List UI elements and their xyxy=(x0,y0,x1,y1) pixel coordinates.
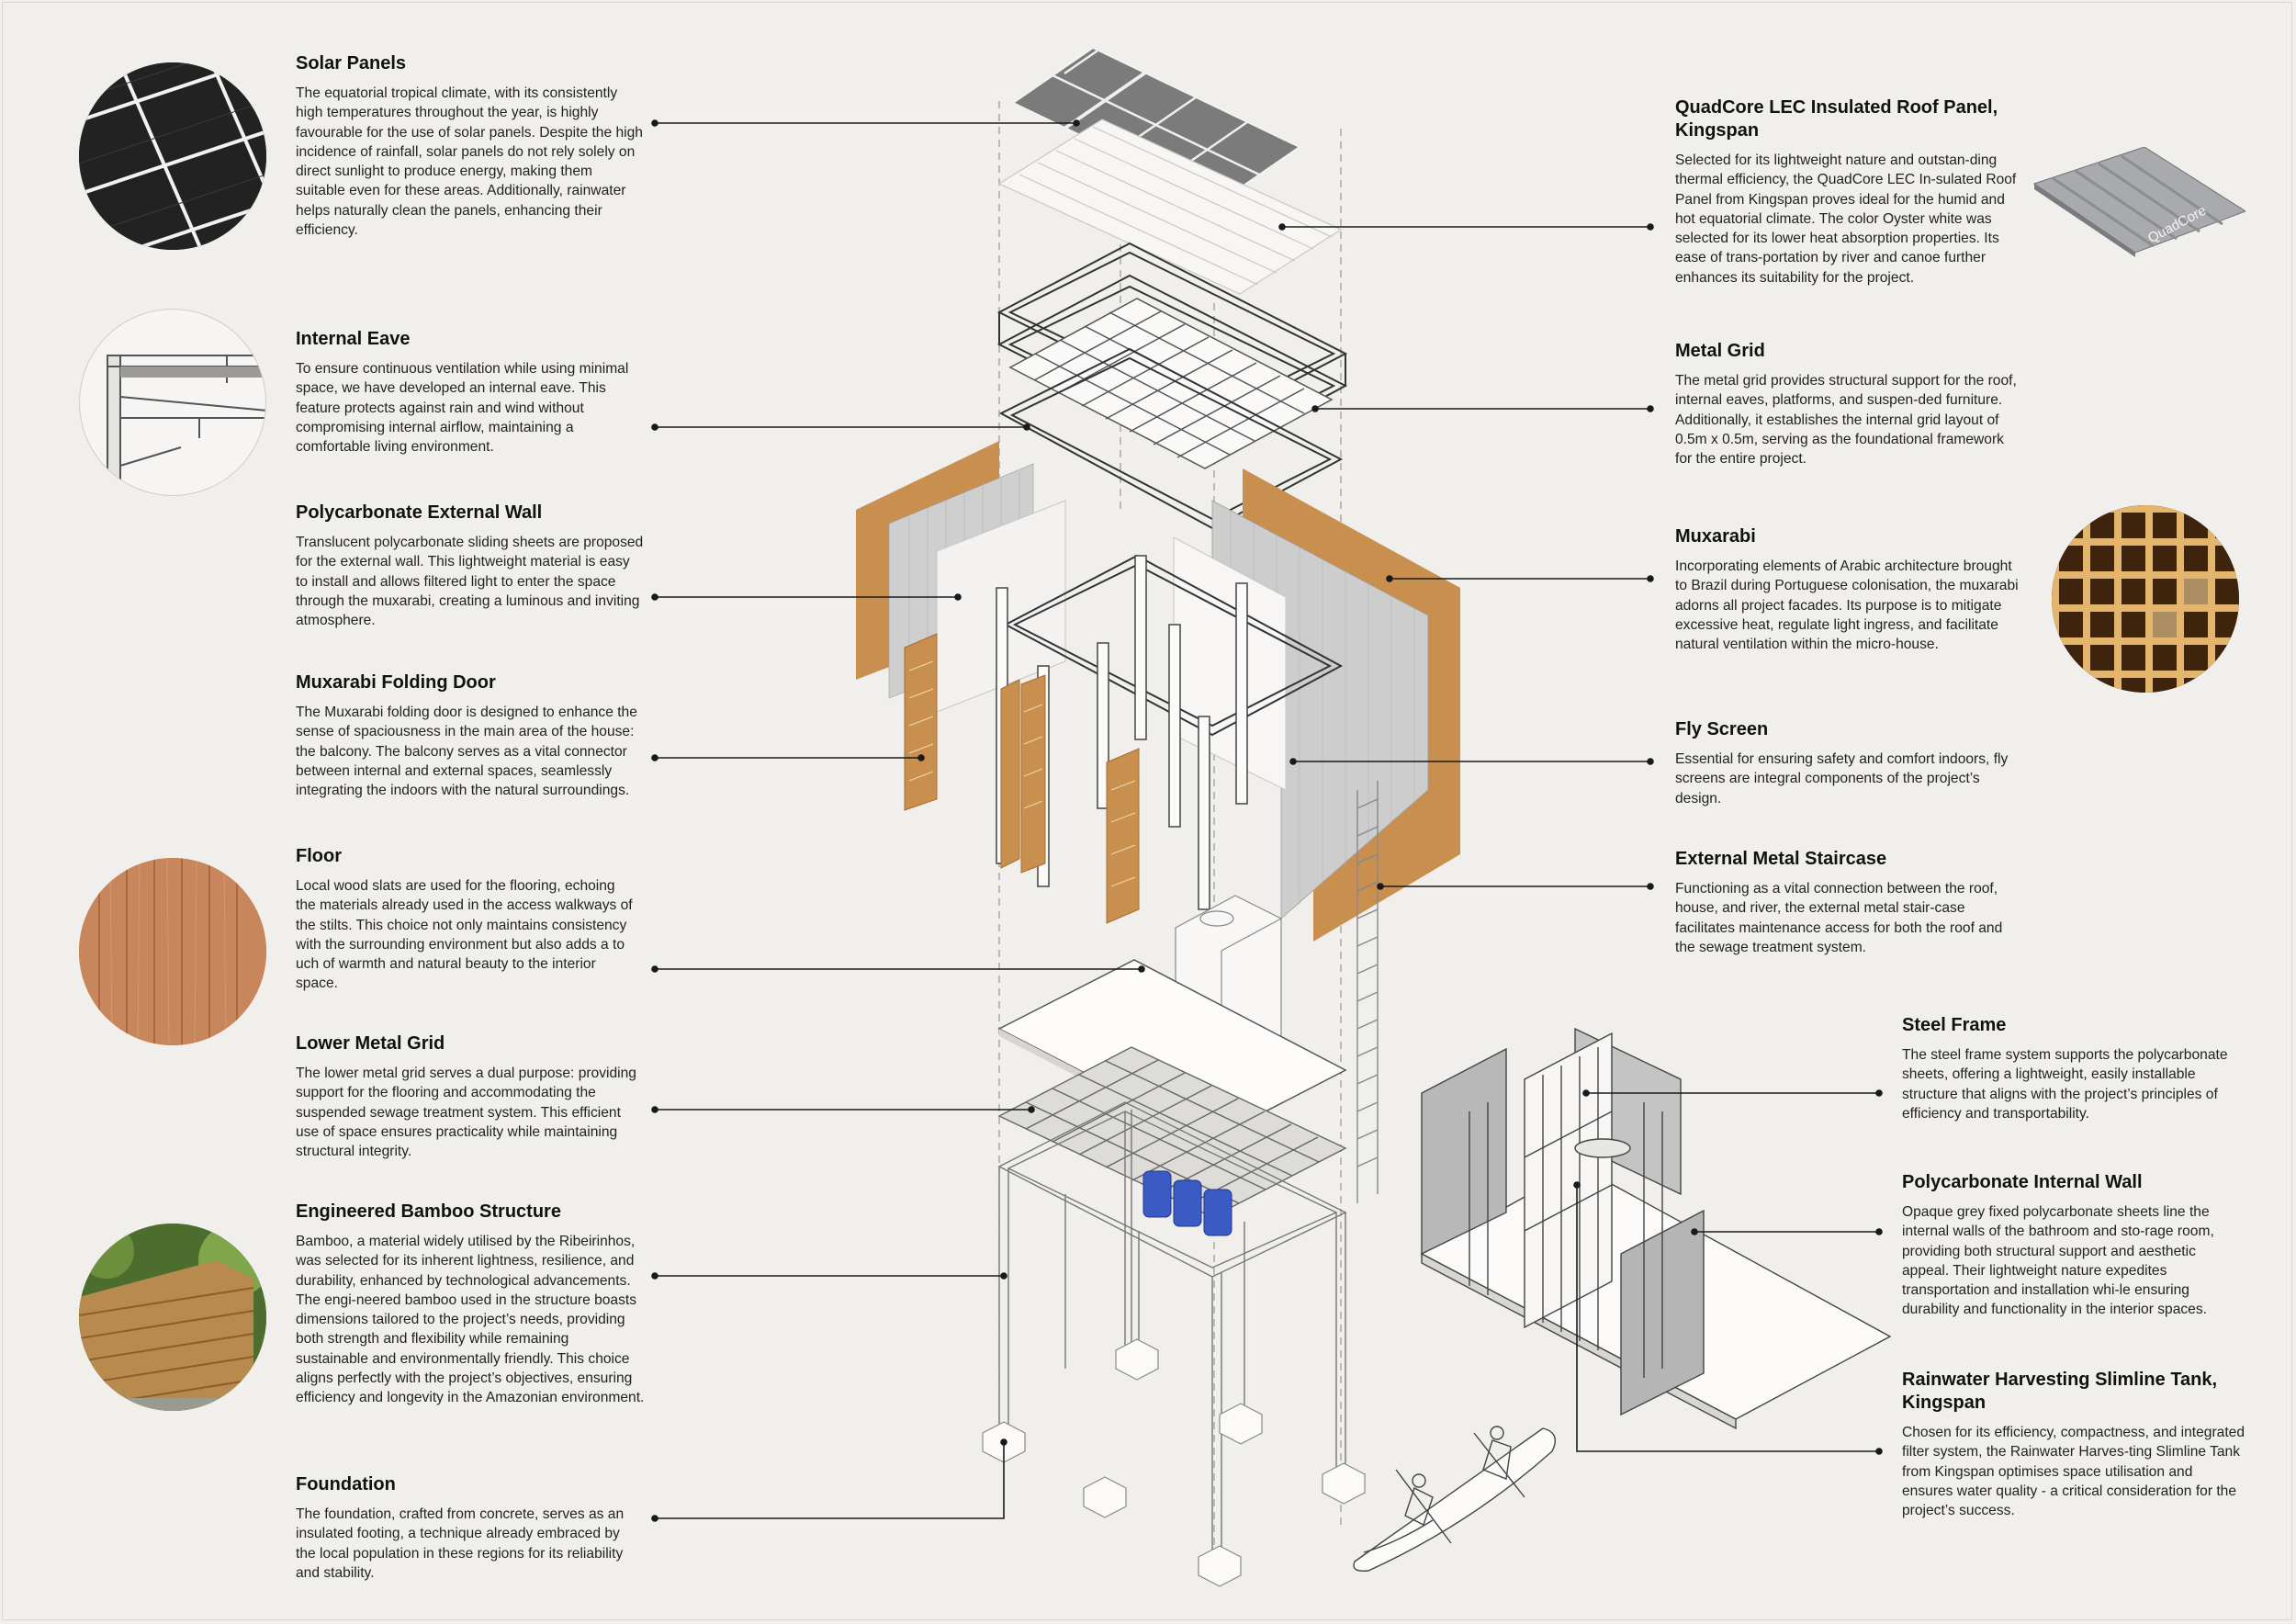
internal-eave-callout: Internal Eave To ensure continuous venti… xyxy=(296,328,645,457)
floor-title: Floor xyxy=(296,846,342,866)
roof-panel-text: Selected for its lightweight nature and … xyxy=(1675,152,2017,286)
fly-screen-text: Essential for ensuring safety and comfor… xyxy=(1675,751,2009,806)
foundation-title: Foundation xyxy=(296,1474,396,1494)
solar-panels-title: Solar Panels xyxy=(296,53,407,73)
polycarbonate-internal-wall-callout: Polycarbonate Internal Wall Opaque grey … xyxy=(1902,1171,2246,1320)
muxarabi-callout: Muxarabi Incorporating elements of Arabi… xyxy=(1675,525,2020,654)
roof-panel-callout: QuadCore LEC Insulated Roof Panel, Kings… xyxy=(1675,96,2020,288)
fly-screen-callout: Fly Screen Essential for ensuring safety… xyxy=(1675,718,2020,808)
fly-screen-title: Fly Screen xyxy=(1675,719,1769,739)
muxarabi-title: Muxarabi xyxy=(1675,526,1756,547)
engineered-bamboo-text: Bamboo, a material widely utilised by th… xyxy=(296,1234,645,1406)
rainwater-tank-text: Chosen for its efficiency, compactness, … xyxy=(1902,1425,2245,1519)
rainwater-tank-callout: Rainwater Harvesting Slimline Tank, King… xyxy=(1902,1369,2246,1520)
rainwater-tank-title: Rainwater Harvesting Slimline Tank, King… xyxy=(1902,1370,2218,1413)
bamboo-photo xyxy=(79,1224,266,1411)
external-staircase-title: External Metal Staircase xyxy=(1675,849,1887,869)
metal-grid-title: Metal Grid xyxy=(1675,341,1765,361)
polycarbonate-internal-wall-text: Opaque grey fixed polycarbonate sheets l… xyxy=(1902,1204,2214,1318)
steel-frame-title: Steel Frame xyxy=(1902,1015,2007,1035)
internal-eave-drawing xyxy=(79,309,266,496)
polycarbonate-external-wall-title: Polycarbonate External Wall xyxy=(296,502,543,523)
lower-metal-grid-text: The lower metal grid serves a dual purpo… xyxy=(296,1066,636,1160)
engineered-bamboo-title: Engineered Bamboo Structure xyxy=(296,1201,561,1222)
external-staircase-callout: External Metal Staircase Functioning as … xyxy=(1675,848,2020,957)
muxarabi-photo xyxy=(2052,505,2239,693)
muxarabi-text: Incorporating elements of Arabic archite… xyxy=(1675,558,2019,653)
floor-callout: Floor Local wood slats are used for the … xyxy=(296,845,636,994)
solar-panels-text: The equatorial tropical climate, with it… xyxy=(296,85,643,239)
foundation-callout: Foundation The foundation, crafted from … xyxy=(296,1473,636,1583)
solar-panel-photo xyxy=(79,62,266,250)
steel-frame-text: The steel frame system supports the poly… xyxy=(1902,1047,2228,1122)
steel-frame-callout: Steel Frame The steel frame system suppo… xyxy=(1902,1014,2246,1123)
polycarbonate-external-wall-text: Translucent polycarbonate sliding sheets… xyxy=(296,535,644,629)
foundation-text: The foundation, crafted from concrete, s… xyxy=(296,1506,625,1581)
solar-panels-callout: Solar Panels The equatorial tropical cli… xyxy=(296,52,645,240)
polycarbonate-internal-wall-title: Polycarbonate Internal Wall xyxy=(1902,1172,2143,1192)
polycarbonate-external-wall-callout: Polycarbonate External Wall Translucent … xyxy=(296,502,645,630)
roof-panel-title: QuadCore LEC Insulated Roof Panel, Kings… xyxy=(1675,97,1998,141)
floor-text: Local wood slats are used for the floori… xyxy=(296,878,633,992)
metal-grid-callout: Metal Grid The metal grid provides struc… xyxy=(1675,340,2020,468)
wood-floor-photo xyxy=(79,858,266,1045)
roof-panel-product-image: QuadCore xyxy=(2025,147,2245,257)
lower-metal-grid-callout: Lower Metal Grid The lower metal grid se… xyxy=(296,1032,645,1161)
engineered-bamboo-callout: Engineered Bamboo Structure Bamboo, a ma… xyxy=(296,1201,645,1408)
internal-eave-text: To ensure continuous ventilation while u… xyxy=(296,361,629,456)
muxarabi-folding-door-text: The Muxarabi folding door is designed to… xyxy=(296,705,637,799)
muxarabi-folding-door-title: Muxarabi Folding Door xyxy=(296,672,496,693)
lower-metal-grid-title: Lower Metal Grid xyxy=(296,1033,445,1054)
external-staircase-text: Functioning as a vital connection betwee… xyxy=(1675,881,2003,955)
internal-eave-title: Internal Eave xyxy=(296,329,411,349)
muxarabi-folding-door-callout: Muxarabi Folding Door The Muxarabi foldi… xyxy=(296,671,645,800)
metal-grid-text: The metal grid provides structural suppo… xyxy=(1675,373,2017,468)
